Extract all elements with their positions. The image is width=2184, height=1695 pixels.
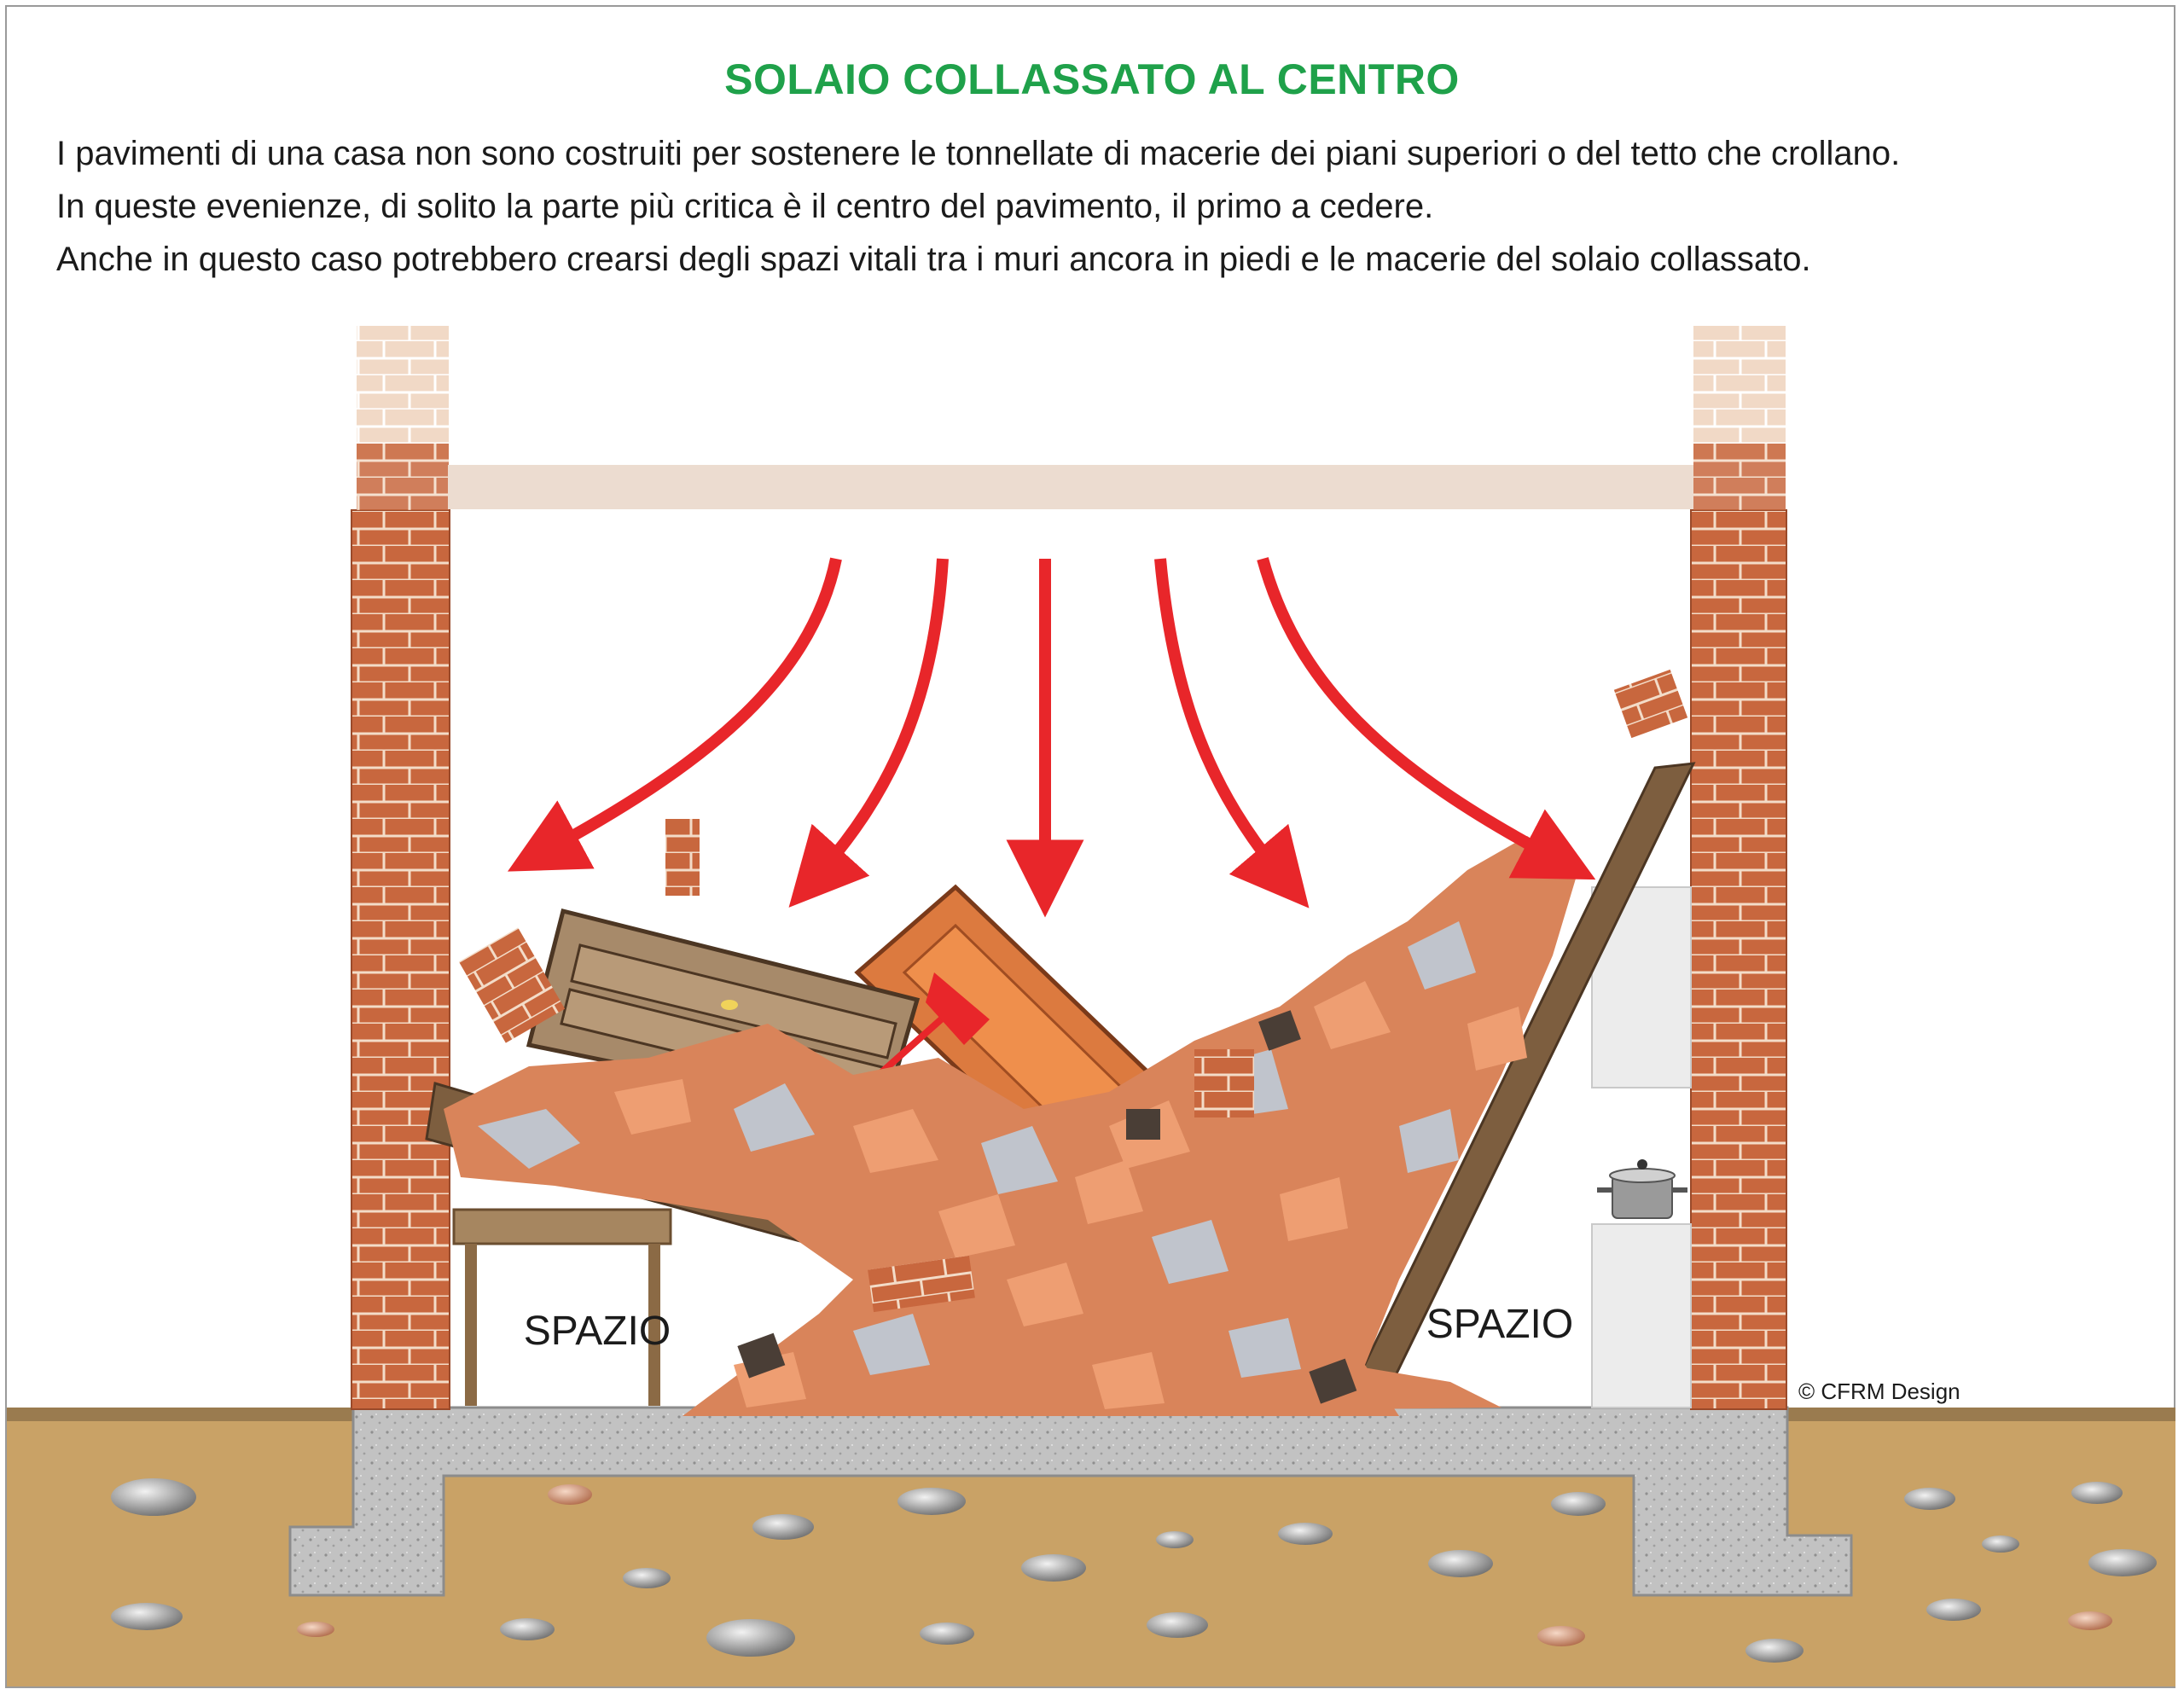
credit-label: © CFRM Design	[1798, 1379, 1960, 1404]
arrow-2	[815, 559, 943, 879]
table	[454, 1210, 671, 1406]
cooking-pot-icon	[1597, 1159, 1687, 1218]
space-label-left: SPAZIO	[524, 1309, 671, 1354]
ceiling-slab-ghost	[448, 465, 1693, 509]
left-wall	[351, 510, 450, 1409]
arrow-4	[1160, 559, 1284, 879]
right-wall	[1691, 510, 1786, 1409]
left-wall-upper-ghost	[357, 326, 449, 462]
arrow-5	[1263, 559, 1561, 862]
arrow-1	[542, 559, 836, 853]
kitchen-counter	[1592, 1224, 1691, 1408]
space-label-right: SPAZIO	[1426, 1302, 1573, 1347]
right-wall-upper-ghost	[1693, 326, 1786, 462]
